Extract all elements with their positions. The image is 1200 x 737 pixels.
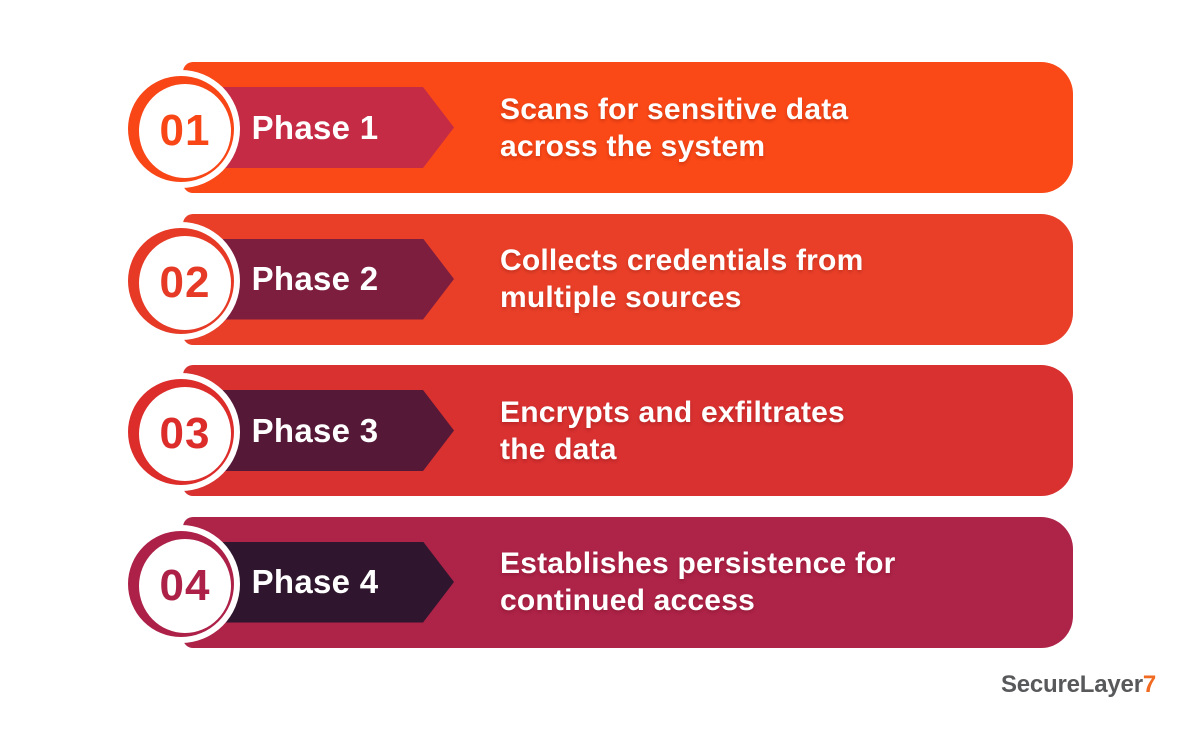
phase-row: Encrypts and exfiltrates the data Phase … [0, 365, 1200, 496]
phase-description: Establishes persistence for continued ac… [500, 517, 1060, 648]
logo-text-accent: 7 [1142, 671, 1156, 698]
phase-row: Collects credentials from multiple sourc… [0, 213, 1200, 345]
phase-row: Establishes persistence for continued ac… [0, 516, 1200, 648]
phase-number: 02 [159, 257, 211, 307]
phase-number-badge: 02 [122, 221, 240, 340]
securelayer7-logo: SecureLayer7 [1001, 671, 1156, 699]
description-line-2: continued access [500, 584, 755, 617]
badge-inner-circle: 04 [139, 538, 231, 633]
phase-row: Scans for sensitive data across the syst… [0, 62, 1200, 193]
phase-arrow-shape: Phase 1 [196, 87, 454, 168]
phase-description: Collects credentials from multiple sourc… [500, 214, 1060, 345]
description-line-1: Encrypts and exfiltrates [500, 395, 845, 429]
phase-number-badge: 03 [122, 373, 240, 491]
logo-text-main: SecureLayer [1000, 671, 1143, 698]
phase-label: Phase 2 [251, 260, 379, 297]
description-line-1: Establishes persistence for [500, 547, 896, 580]
phase-number: 01 [159, 106, 211, 155]
phase-number: 04 [159, 560, 211, 610]
badge-inner-circle: 01 [139, 84, 231, 178]
badge-inner-circle: 03 [139, 387, 231, 481]
phase-description: Encrypts and exfiltrates the data [500, 365, 1060, 496]
phase-number: 03 [159, 409, 211, 458]
description-line-2: across the system [500, 129, 766, 163]
phase-label: Phase 1 [251, 108, 379, 146]
description-line-2: multiple sources [500, 281, 742, 314]
phase-label: Phase 3 [251, 411, 379, 449]
description-line-1: Collects credentials from [500, 244, 864, 277]
description-line-2: the data [500, 432, 617, 466]
badge-inner-circle: 02 [139, 235, 231, 330]
phase-number-badge: 04 [122, 524, 240, 643]
description-line-1: Scans for sensitive data [500, 92, 849, 126]
phase-description: Scans for sensitive data across the syst… [500, 62, 1060, 193]
phase-number-badge: 01 [122, 70, 240, 188]
phase-label: Phase 4 [251, 563, 379, 600]
